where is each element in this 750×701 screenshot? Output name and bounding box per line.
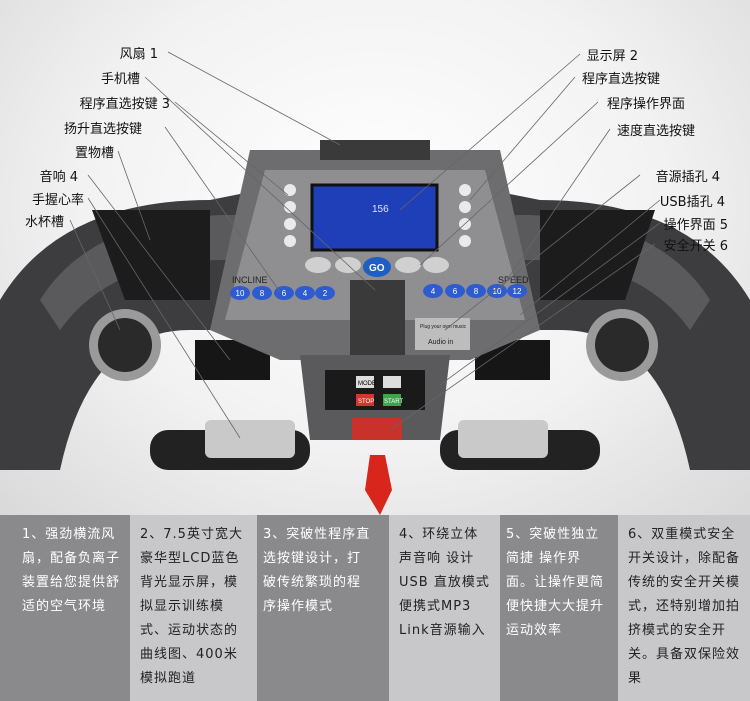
label-program-keys-right: 程序直选按键 (581, 72, 660, 87)
label-program-interface: 程序操作界面 (606, 97, 685, 112)
cup-holder-right (595, 318, 649, 372)
audio-in-panel (415, 318, 470, 350)
safety-clip (365, 455, 392, 515)
label-storage-tray: 置物槽 (74, 146, 114, 161)
svg-text:2: 2 (323, 289, 328, 298)
svg-text:4: 4 (303, 289, 308, 298)
safety-key-slot (352, 418, 402, 440)
label-usb-port: USB插孔 4 (659, 195, 725, 210)
label-safety-switch: 安全开关 6 (663, 239, 728, 254)
svg-text:6: 6 (282, 289, 287, 298)
svg-text:10: 10 (236, 289, 245, 298)
svg-text:GO: GO (369, 263, 385, 274)
svg-text:STOP: STOP (358, 399, 374, 405)
treadmill-console-illustration: 156 GO INCLINE SPEED 10 8 6 4 2 4 6 8 10 12 Plug… (0, 51, 750, 515)
svg-text:8: 8 (474, 287, 479, 296)
label-control-panel: 操作界面 5 (663, 218, 728, 233)
svg-text:10: 10 (493, 287, 502, 296)
lcd-display (310, 183, 439, 252)
feature-panel-3: 3、突破性程序直选按键设计，打破传统繁琐的程序操作模式 (257, 515, 382, 701)
feature-panel-1: 1、强劲横流风扇，配备负离子装置给您提供舒适的空气环境 (0, 515, 130, 701)
feature-panel-6: 6、双重模式安全开关设计，除配备传统的安全开关模式，还特别增加拍挤模式的安全开关… (618, 515, 750, 701)
fan-vent (320, 140, 430, 160)
label-display: 显示屏 2 (586, 49, 638, 64)
svg-text:156: 156 (372, 204, 389, 215)
svg-text:8: 8 (260, 289, 265, 298)
feature-panel-5: 5、突破性独立简捷 操作界面。让操作更简便快捷大大提升运动效率 (500, 515, 618, 701)
label-audio-jack: 音源插孔 4 (655, 170, 720, 185)
feature-panels: 1、强劲横流风扇，配备负离子装置给您提供舒适的空气环境 2、7.5英寸宽大豪华型… (0, 515, 750, 701)
svg-text:START: START (384, 399, 403, 405)
feature-panel-4: 4、环绕立体声音响 设计USB 直放模式便携式MP3 Link音源输入 (382, 515, 500, 701)
svg-text:Audio in: Audio in (428, 339, 453, 346)
label-incline-keys: 扬升直选按键 (63, 122, 142, 137)
svg-text:MODE: MODE (358, 381, 376, 387)
svg-text:INCLINE: INCLINE (232, 275, 268, 285)
label-program-keys-left: 程序直选按键 3 (79, 97, 170, 112)
label-speaker: 音响 4 (39, 170, 78, 185)
control-pad (325, 370, 425, 410)
svg-text:SPEED: SPEED (498, 275, 529, 285)
cup-holder-left (98, 318, 152, 372)
label-cup-holder: 水杯槽 (24, 215, 64, 230)
go-button (363, 257, 391, 277)
treadmill-photo: 156 GO INCLINE SPEED 10 8 6 4 2 4 6 8 10 12 Plug… (0, 0, 750, 515)
label-fan: 风扇 1 (119, 47, 158, 62)
svg-text:6: 6 (453, 287, 458, 296)
heart-rate-grip-left (205, 420, 295, 458)
feature-panel-2: 2、7.5英寸宽大豪华型LCD蓝色背光显示屏，模拟显示训练模式、运动状态的曲线图… (130, 515, 257, 701)
label-heart-rate: 手握心率 (31, 193, 84, 208)
label-speed-keys: 速度直选按键 (616, 124, 695, 139)
phone-slot (350, 280, 405, 355)
svg-text:12: 12 (513, 287, 522, 296)
heart-rate-grip-right (458, 420, 548, 458)
label-phone-slot: 手机槽 (100, 72, 140, 87)
svg-text:4: 4 (431, 287, 436, 296)
svg-text:Plug your own music: Plug your own music (420, 324, 467, 330)
